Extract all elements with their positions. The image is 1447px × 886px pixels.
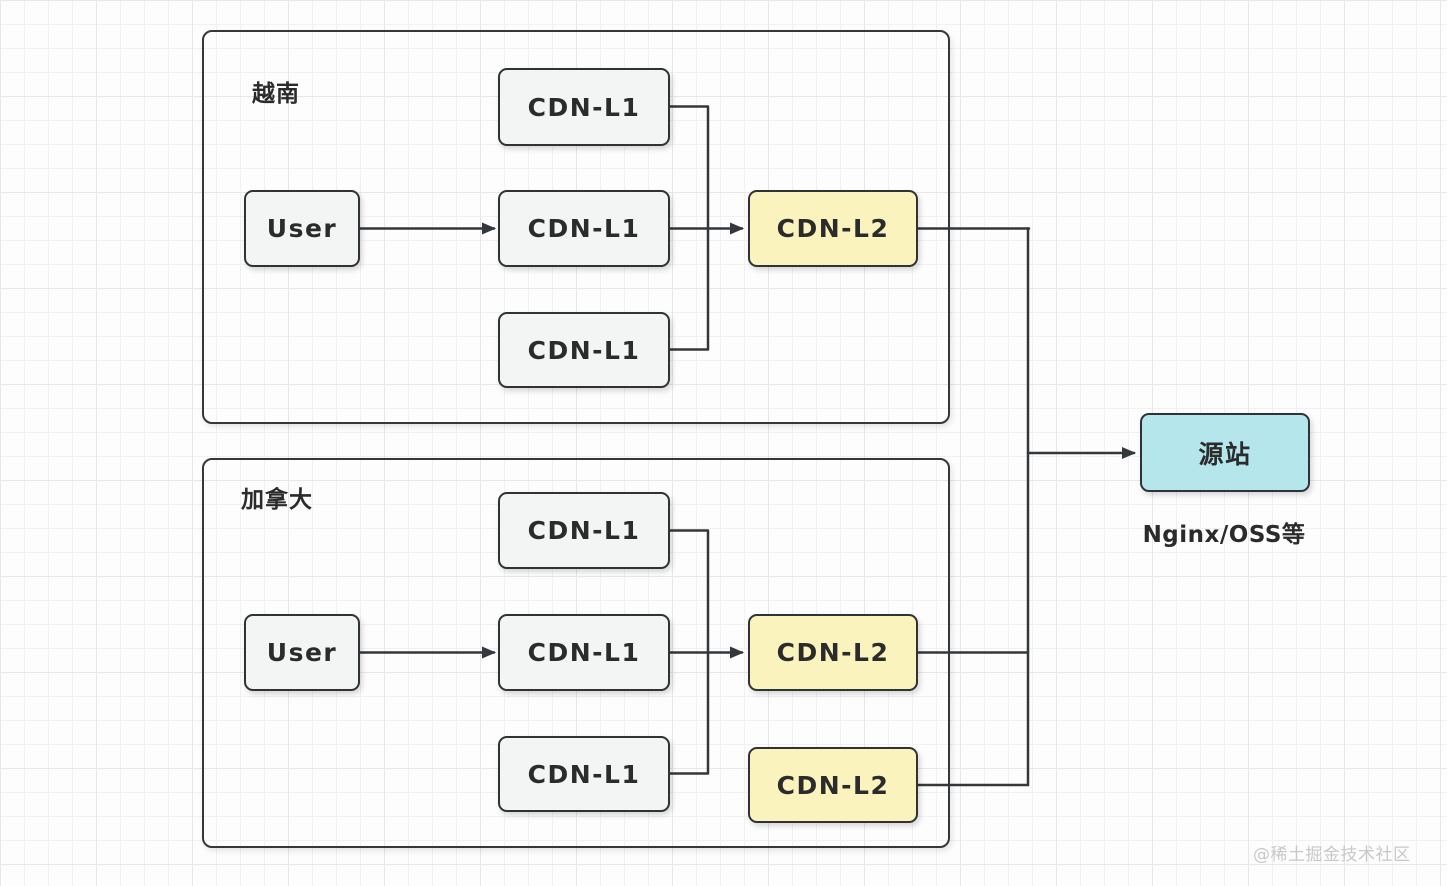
region-vietnam	[202, 30, 950, 424]
node-label: CDN-L1	[527, 92, 641, 122]
node-label: CDN-L1	[527, 759, 641, 789]
node-label: User	[266, 214, 338, 243]
node-canada-user: User	[244, 614, 360, 691]
node-label: CDN-L2	[776, 770, 890, 800]
node-canada-cdn-l2-upper: CDN-L2	[748, 614, 918, 691]
node-label: CDN-L1	[527, 214, 641, 243]
node-label: 源站	[1198, 439, 1252, 469]
node-vietnam-cdn-l1-top: CDN-L1	[498, 68, 670, 146]
node-vietnam-user: User	[244, 190, 360, 267]
node-canada-cdn-l2-lower: CDN-L2	[748, 747, 918, 823]
node-canada-cdn-l1-bottom: CDN-L1	[498, 736, 670, 812]
node-label: CDN-L2	[776, 214, 890, 243]
node-label: CDN-L1	[527, 638, 641, 667]
node-label: CDN-L1	[527, 516, 641, 545]
node-label: CDN-L2	[776, 638, 890, 667]
node-vietnam-cdn-l1-bottom: CDN-L1	[498, 312, 670, 388]
node-vietnam-cdn-l1-mid: CDN-L1	[498, 190, 670, 267]
node-vietnam-cdn-l2: CDN-L2	[748, 190, 918, 267]
node-canada-cdn-l1-top: CDN-L1	[498, 492, 670, 569]
node-label: User	[266, 638, 338, 667]
region-vietnam-label: 越南	[252, 81, 300, 107]
node-canada-cdn-l1-mid: CDN-L1	[498, 614, 670, 691]
watermark: @稀土掘金技术社区	[1253, 845, 1411, 865]
node-label: CDN-L1	[527, 335, 641, 365]
node-origin: 源站	[1140, 413, 1310, 492]
origin-caption: Nginx/OSS等	[1142, 522, 1306, 548]
region-canada-label: 加拿大	[241, 487, 313, 513]
